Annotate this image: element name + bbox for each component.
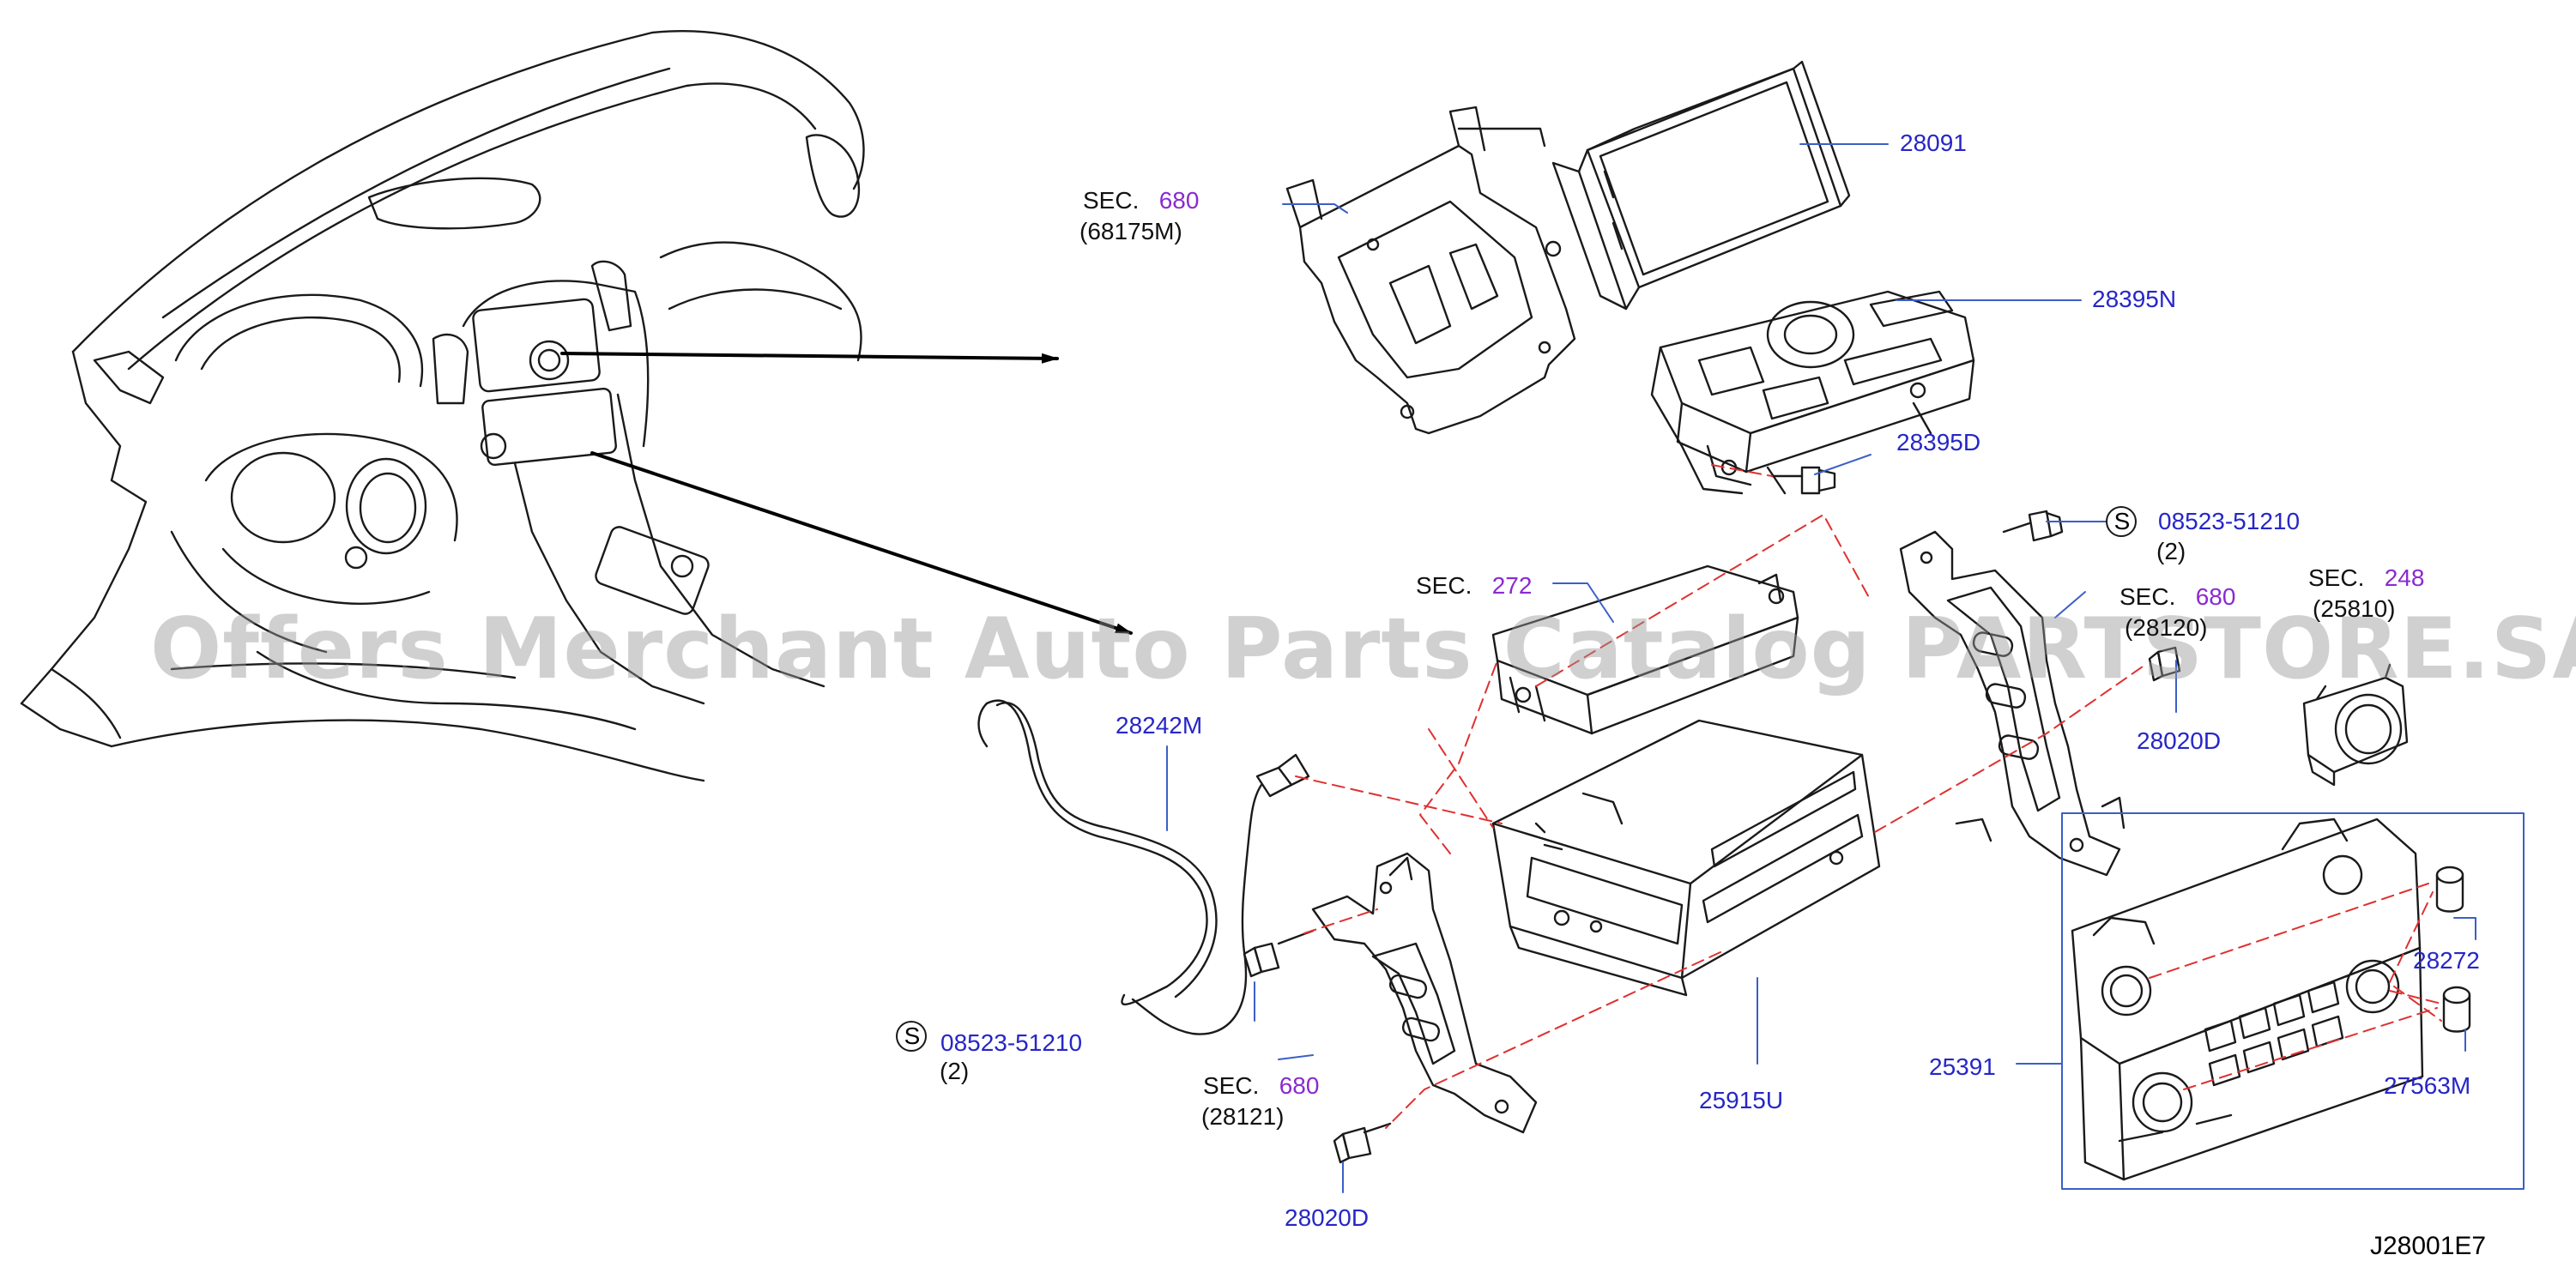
dash-lower-trim xyxy=(110,719,705,782)
label-08523-bot-qty: (2) xyxy=(940,1058,970,1084)
sec-prefix: SEC. xyxy=(2308,564,2365,591)
steering-shroud xyxy=(221,547,431,605)
shifter-knob xyxy=(670,554,694,578)
label-sec248-sub: (25810) xyxy=(2313,595,2396,622)
label-08523-51210-top[interactable]: 08523-51210 xyxy=(2158,508,2301,534)
label-08523-top-qty: (2) xyxy=(2156,538,2186,564)
steering-column xyxy=(204,432,458,542)
dash-right-vent xyxy=(805,134,861,218)
center-knob xyxy=(529,340,570,381)
dash-knee-panel xyxy=(256,650,637,731)
label-27563m[interactable]: 27563M xyxy=(2384,1072,2471,1099)
sec-prefix: SEC. xyxy=(2119,583,2176,610)
watermark: Offers Merchant Auto Parts Catalog PARTS… xyxy=(150,600,2576,698)
label-28091[interactable]: 28091 xyxy=(1900,130,1967,156)
screw-08523-bot xyxy=(1243,929,1315,978)
label-28395n[interactable]: 28395N xyxy=(2092,286,2177,312)
leader-lines xyxy=(1166,143,2476,1193)
dash-gauge-hood xyxy=(174,293,424,388)
screw-08523-top xyxy=(2002,510,2064,542)
arrow-to-display xyxy=(560,352,1059,364)
knob-27563m xyxy=(2442,986,2471,1033)
sec-prefix: SEC. xyxy=(1083,187,1140,214)
sec-number[interactable]: 248 xyxy=(2384,564,2425,591)
bracket-28120 xyxy=(1899,530,2126,877)
s-symbol-top: S xyxy=(2113,508,2131,534)
sec-number[interactable]: 272 xyxy=(1491,572,1533,599)
sec-prefix: SEC. xyxy=(1416,572,1472,599)
dash-lower-line xyxy=(170,662,517,679)
center-console xyxy=(513,462,705,705)
center-panel-lower xyxy=(481,387,617,467)
module-sec272 xyxy=(1491,564,1799,735)
screw-28020d-bottom xyxy=(1333,1122,1392,1164)
label-25391[interactable]: 25391 xyxy=(1929,1053,1996,1080)
dash-sill-left xyxy=(50,667,122,739)
s-symbol-top-circle xyxy=(2106,506,2137,537)
gauge-cluster-right-inner xyxy=(359,472,417,544)
arrow-to-unit xyxy=(590,451,1133,635)
part-sec248 xyxy=(2302,663,2409,787)
label-sec680-right[interactable]: SEC. 680 xyxy=(2119,583,2235,611)
label-28242m[interactable]: 28242M xyxy=(1116,712,1203,739)
dash-right-curve xyxy=(659,241,862,362)
panel-25391 xyxy=(2071,817,2424,1181)
dash-vent-center-r xyxy=(590,260,632,332)
gauge-cluster-right xyxy=(345,457,427,555)
sec-number[interactable]: 680 xyxy=(1279,1072,1320,1099)
label-08523-51210-bot[interactable]: 08523-51210 xyxy=(940,1029,1083,1056)
dash-vent-left xyxy=(93,350,165,405)
label-28020d-bottom[interactable]: 28020D xyxy=(1285,1204,1370,1231)
panel-25391-box xyxy=(2061,812,2525,1190)
label-28395d[interactable]: 28395D xyxy=(1896,429,1981,456)
label-sec680-top[interactable]: SEC. 680 xyxy=(1083,187,1199,214)
dash-glovebox xyxy=(668,288,843,311)
shifter-surround xyxy=(595,526,710,615)
harness-28242m xyxy=(977,699,1310,1035)
dash-button-2 xyxy=(344,546,368,570)
screw-28020d-right xyxy=(2148,646,2181,682)
audio-unit-25915u xyxy=(1491,719,1881,997)
label-28272[interactable]: 28272 xyxy=(2413,947,2480,974)
dash-center-frame xyxy=(462,280,650,448)
phantom-lines xyxy=(1295,464,2442,1129)
dash-speaker xyxy=(367,177,541,230)
label-sec680-right-sub: (28120) xyxy=(2125,614,2208,641)
control-28395n xyxy=(1650,290,1975,495)
dash-top-edge xyxy=(71,29,865,353)
dash-top-inner xyxy=(127,82,817,371)
display-28091 xyxy=(1551,60,1851,311)
label-sec680-top-sub: (68175M) xyxy=(1079,218,1182,244)
diagram-code: J28001E7 xyxy=(2370,1232,2487,1260)
label-sec248[interactable]: SEC. 248 xyxy=(2308,564,2424,592)
label-28020d-right[interactable]: 28020D xyxy=(2137,727,2222,754)
dash-vent-center-l xyxy=(432,333,469,405)
sec-prefix: SEC. xyxy=(1203,1072,1260,1099)
center-screen-bezel xyxy=(472,298,601,393)
dash-button-1 xyxy=(480,432,507,460)
dash-windshield-line xyxy=(161,67,671,319)
dash-left-side xyxy=(20,350,148,705)
screw-28395d xyxy=(1770,466,1836,495)
s-symbol-bot: S xyxy=(904,1023,921,1049)
label-sec680-bot[interactable]: SEC. 680 xyxy=(1203,1072,1319,1100)
sec-number[interactable]: 680 xyxy=(1158,187,1200,214)
steering-lower xyxy=(170,530,328,654)
bracket-28121 xyxy=(1311,852,1538,1134)
dash-gauge-hood-inner xyxy=(200,316,401,383)
s-symbol-bot-circle xyxy=(896,1021,927,1052)
label-25915u[interactable]: 25915U xyxy=(1699,1087,1784,1113)
sec-number[interactable]: 680 xyxy=(2195,583,2236,610)
center-knob-inner xyxy=(537,348,561,372)
label-sec680-bot-sub: (28121) xyxy=(1201,1103,1285,1130)
dash-lower-left xyxy=(20,702,113,748)
knob-28272 xyxy=(2435,866,2464,913)
bracket-68175m xyxy=(1285,106,1576,435)
gauge-cluster-left xyxy=(230,451,336,544)
label-sec272[interactable]: SEC. 272 xyxy=(1416,572,1532,600)
